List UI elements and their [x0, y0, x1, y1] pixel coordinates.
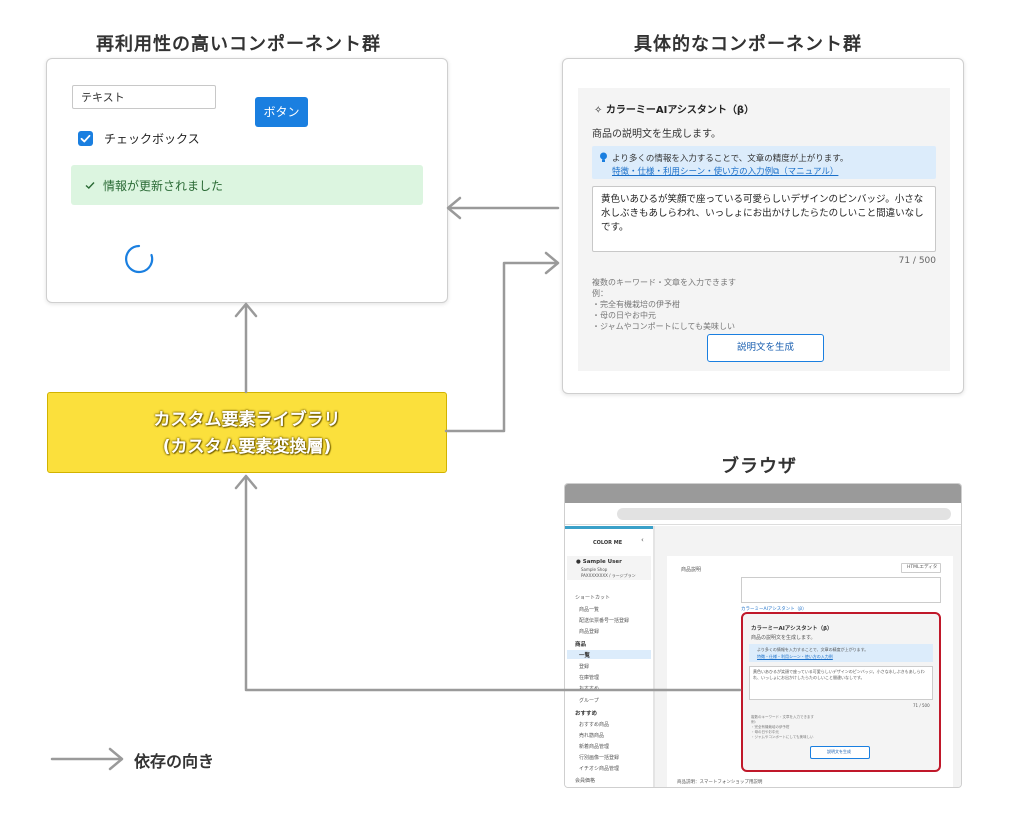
- product-description-label: 商品説明: [681, 567, 702, 573]
- sample-text-input[interactable]: テキスト: [72, 85, 216, 109]
- lightbulb-icon: [600, 152, 607, 162]
- collapse-chevron-icon[interactable]: ‹: [641, 536, 644, 544]
- char-counter: 71 / 500: [898, 256, 936, 266]
- shop-name: Sample Shop: [581, 567, 608, 572]
- library-title: カスタム要素ライブラリ: [153, 410, 341, 430]
- sidebar-item[interactable]: 売れ筋商品: [579, 733, 605, 739]
- html-editor-button[interactable]: [901, 563, 941, 573]
- alert-text: 情報が更新されました: [103, 179, 224, 193]
- legend-arrowhead: [108, 747, 124, 771]
- sidebar-item[interactable]: 商品登録: [579, 629, 600, 635]
- sidebar-item[interactable]: グループ: [579, 698, 599, 704]
- admin-sidebar: COLOR ME ‹ ● Sample User Sample Shop PAX…: [565, 526, 653, 787]
- sample-button[interactable]: ボタン: [255, 97, 308, 127]
- browser-window: COLOR ME ‹ ● Sample User Sample Shop PAX…: [564, 483, 962, 788]
- sidebar-item[interactable]: 配送伝票番号一括登録: [579, 618, 630, 624]
- sidebar-item-list-active[interactable]: 一覧: [579, 653, 591, 659]
- sidebar-item[interactable]: 会員価格: [575, 778, 596, 784]
- info-text: より多くの情報を入力することで、文章の精度が上がります。: [612, 154, 849, 164]
- heading-browser: ブラウザ: [721, 456, 797, 477]
- external-link-icon: ⧉: [773, 167, 780, 177]
- generate-description-button[interactable]: 説明文を生成: [707, 334, 824, 362]
- heading-reusable-components: 再利用性の高いコンポーネント群: [96, 34, 381, 55]
- highlighted-ai-assistant: カラーミーAIアシスタント（β） 商品の説明文を生成します。 より多くの情報を入…: [741, 612, 941, 772]
- ai-assistant-toggle[interactable]: カラーミーAIアシスタント（β）: [741, 607, 807, 612]
- sidebar-item[interactable]: 新着商品管理: [579, 744, 610, 750]
- heading-specific-components: 具体的なコンポーネント群: [634, 34, 862, 55]
- check-icon: [85, 182, 95, 189]
- ai-assistant-panel: ✧ カラーミーAIアシスタント（β） 商品の説明文を生成します。 より多くの情報…: [578, 88, 950, 371]
- browser-address-bar[interactable]: [617, 508, 951, 520]
- checkmark-icon: [80, 134, 91, 143]
- arrowhead-left: [446, 196, 462, 220]
- product-description-textarea[interactable]: [741, 577, 941, 603]
- sidebar-item[interactable]: 商品一覧: [579, 607, 600, 613]
- sidebar-item-products[interactable]: 商品: [575, 642, 587, 648]
- arrow-library-to-specific: [444, 261, 558, 433]
- user-icon: ●: [576, 559, 581, 565]
- sidebar-item[interactable]: 在庫管理: [579, 675, 600, 681]
- spinner-icon: [125, 244, 154, 274]
- hint-text: 複数のキーワード・文章を入力できます 例： ・完全有機栽培の伊予柑 ・母の日やお…: [592, 278, 736, 331]
- arrowhead-up: [234, 302, 258, 318]
- library-subtitle: (カスタム要素変換層): [162, 437, 332, 457]
- sidebar-item[interactable]: イチオシ商品管理: [579, 766, 620, 772]
- arrow-browser-to-library: [244, 476, 742, 692]
- sidebar-item[interactable]: 行別画像一括登録: [579, 755, 620, 761]
- browser-titlebar: [565, 484, 961, 503]
- sidebar-item[interactable]: 登録: [579, 664, 590, 670]
- arrowhead-up-2: [234, 474, 258, 490]
- sparkle-icon: ✧: [594, 105, 603, 116]
- sample-checkbox[interactable]: [78, 131, 93, 146]
- success-alert: 情報が更新されました: [71, 165, 423, 205]
- info-box: より多くの情報を入力することで、文章の精度が上がります。 特徴・仕様・利用シーン…: [592, 146, 936, 179]
- sidebar-item[interactable]: おすすめ商品: [579, 722, 610, 728]
- sidebar-item-recommend[interactable]: おすすめ: [575, 711, 598, 717]
- ai-assistant-title: ✧ カラーミーAIアシスタント（β）: [594, 105, 755, 116]
- sidebar-scrollbar[interactable]: [653, 526, 655, 787]
- mini-generate-button[interactable]: [810, 746, 870, 759]
- checkbox-label: チェックボックス: [104, 132, 200, 146]
- description-textarea[interactable]: 黄色いあひるが笑顔で座っている可愛らしいデザインのピンバッジ。小さな水しぶきもあ…: [592, 186, 936, 252]
- smartphone-description-toggle[interactable]: 商品説明：スマートフォンショップ用説明: [677, 780, 763, 785]
- info-manual-link[interactable]: 特徴・仕様・利用シーン・使い方の入力例⧉（マニュアル）: [612, 167, 839, 177]
- ai-assistant-subtitle: 商品の説明文を生成します。: [592, 129, 721, 140]
- shop-id: PAXXXXXXXX / ラージプラン: [581, 573, 636, 578]
- arrowhead-right: [544, 251, 560, 275]
- colorme-logo: COLOR ME: [593, 540, 623, 546]
- user-name: ● Sample User: [576, 559, 622, 565]
- custom-element-library-box: カスタム要素ライブラリ (カスタム要素変換層): [47, 392, 447, 473]
- sidebar-item-shortcut[interactable]: ショートカット: [575, 595, 611, 601]
- legend-label: 依存の向き: [134, 752, 215, 771]
